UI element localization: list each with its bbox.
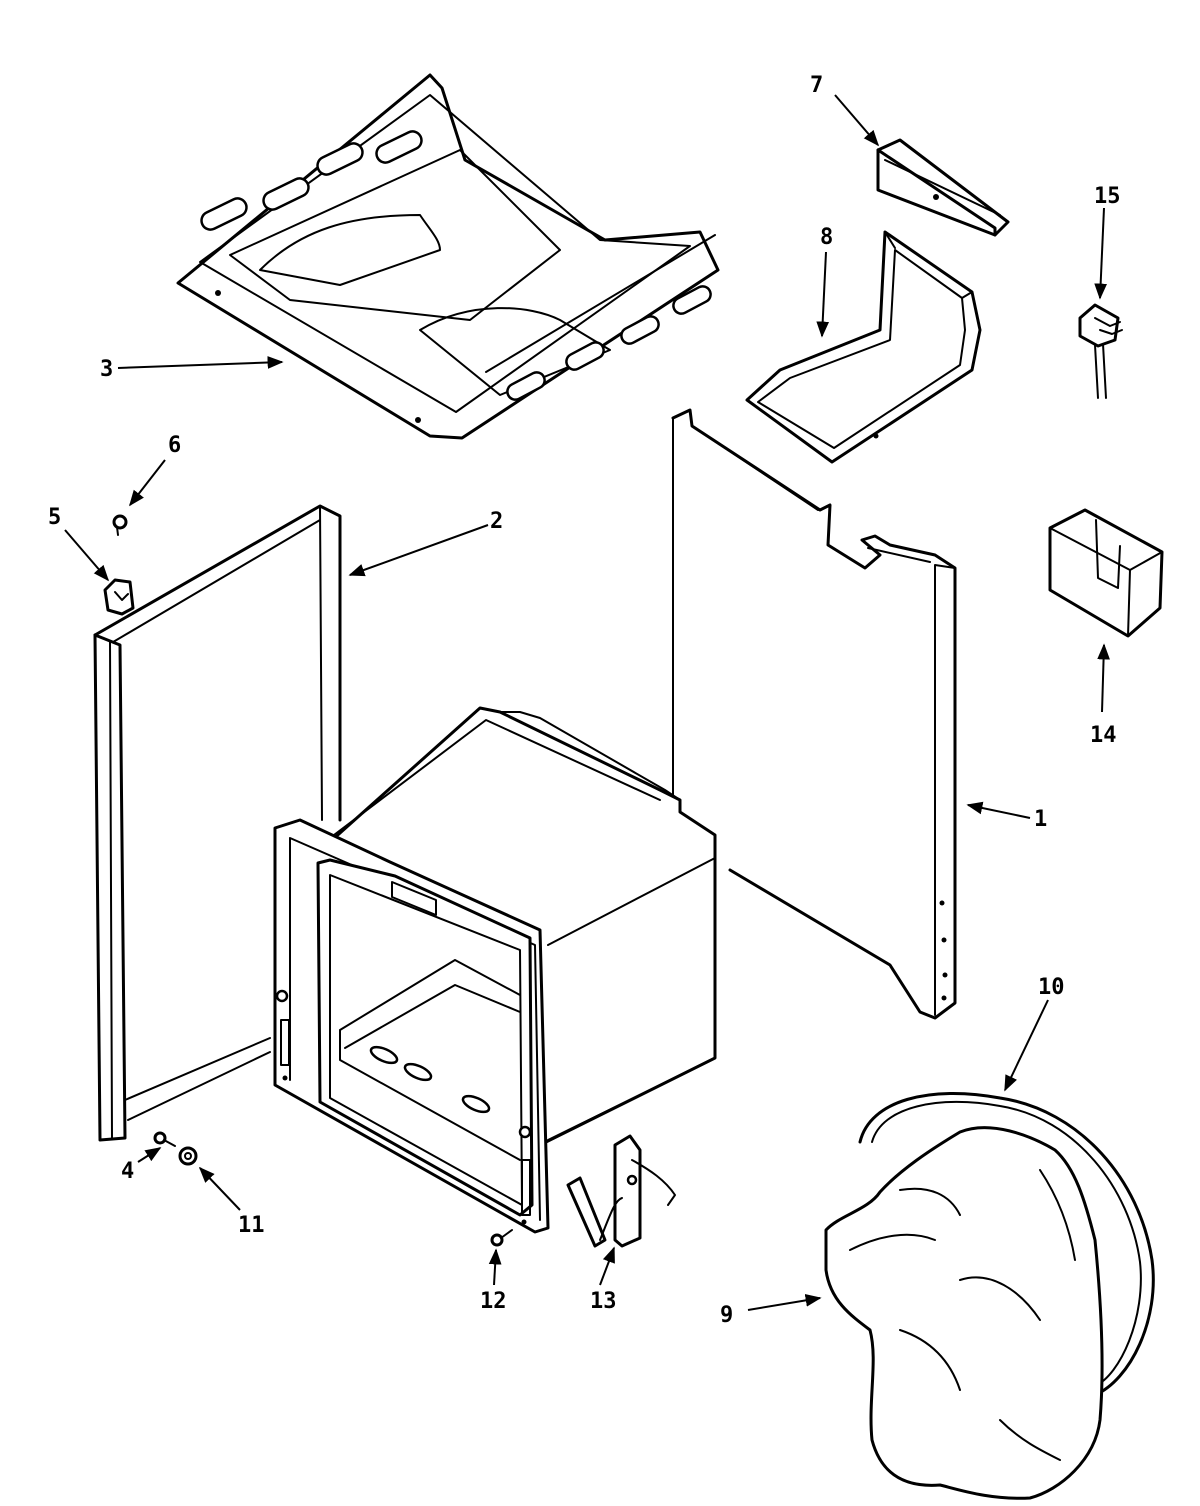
leader-15 bbox=[1094, 207, 1108, 300]
part-15-power-cord bbox=[1078, 303, 1123, 399]
callout-8: 8 bbox=[820, 225, 833, 250]
part-11-nut bbox=[178, 1146, 198, 1166]
part-12-screw bbox=[490, 1229, 513, 1247]
leader-1 bbox=[966, 801, 1031, 819]
callout-1: 1 bbox=[1034, 807, 1047, 832]
part-7-vent-bracket bbox=[876, 138, 1010, 237]
part-3-top-frame bbox=[176, 73, 720, 440]
leader-9 bbox=[747, 1294, 822, 1311]
leader-2 bbox=[348, 524, 489, 577]
part-4-screw bbox=[153, 1131, 176, 1147]
leader-10 bbox=[1004, 999, 1049, 1092]
part-14-junction-box bbox=[1048, 508, 1164, 638]
callout-15: 15 bbox=[1094, 184, 1121, 209]
leader-5 bbox=[64, 529, 110, 582]
callout-6: 6 bbox=[168, 433, 181, 458]
leader-6 bbox=[129, 459, 166, 507]
leader-3 bbox=[117, 356, 284, 369]
callout-12: 12 bbox=[480, 1289, 507, 1314]
callout-14: 14 bbox=[1090, 723, 1117, 748]
leader-4 bbox=[137, 1147, 162, 1163]
part-6-screw bbox=[112, 514, 128, 536]
part-2-front-frame bbox=[93, 504, 342, 1142]
part-13-hinge bbox=[566, 1134, 676, 1248]
callout-10: 10 bbox=[1038, 975, 1065, 1000]
callout-labels: 1 2 3 4 5 6 7 8 9 10 11 12 13 14 15 bbox=[48, 73, 1121, 1328]
part-9-insulation bbox=[824, 1126, 1104, 1500]
leader-8 bbox=[816, 251, 830, 338]
callout-5: 5 bbox=[48, 505, 61, 530]
leader-lines bbox=[64, 94, 1110, 1311]
part-8-vent-duct bbox=[745, 230, 982, 464]
leader-14 bbox=[1097, 643, 1110, 713]
part-5-clip bbox=[103, 578, 135, 616]
callout-7: 7 bbox=[810, 73, 823, 98]
callout-9: 9 bbox=[720, 1303, 733, 1328]
part-1-side-panel bbox=[671, 408, 957, 1020]
leader-12 bbox=[488, 1248, 502, 1286]
callout-13: 13 bbox=[590, 1289, 617, 1314]
leader-13 bbox=[599, 1246, 615, 1286]
leader-11 bbox=[198, 1166, 241, 1211]
callout-3: 3 bbox=[100, 357, 113, 382]
oven-cavity bbox=[273, 706, 717, 1234]
leader-7 bbox=[834, 94, 880, 147]
callout-2: 2 bbox=[490, 509, 503, 534]
callout-4: 4 bbox=[121, 1159, 134, 1184]
callout-11: 11 bbox=[238, 1213, 265, 1238]
